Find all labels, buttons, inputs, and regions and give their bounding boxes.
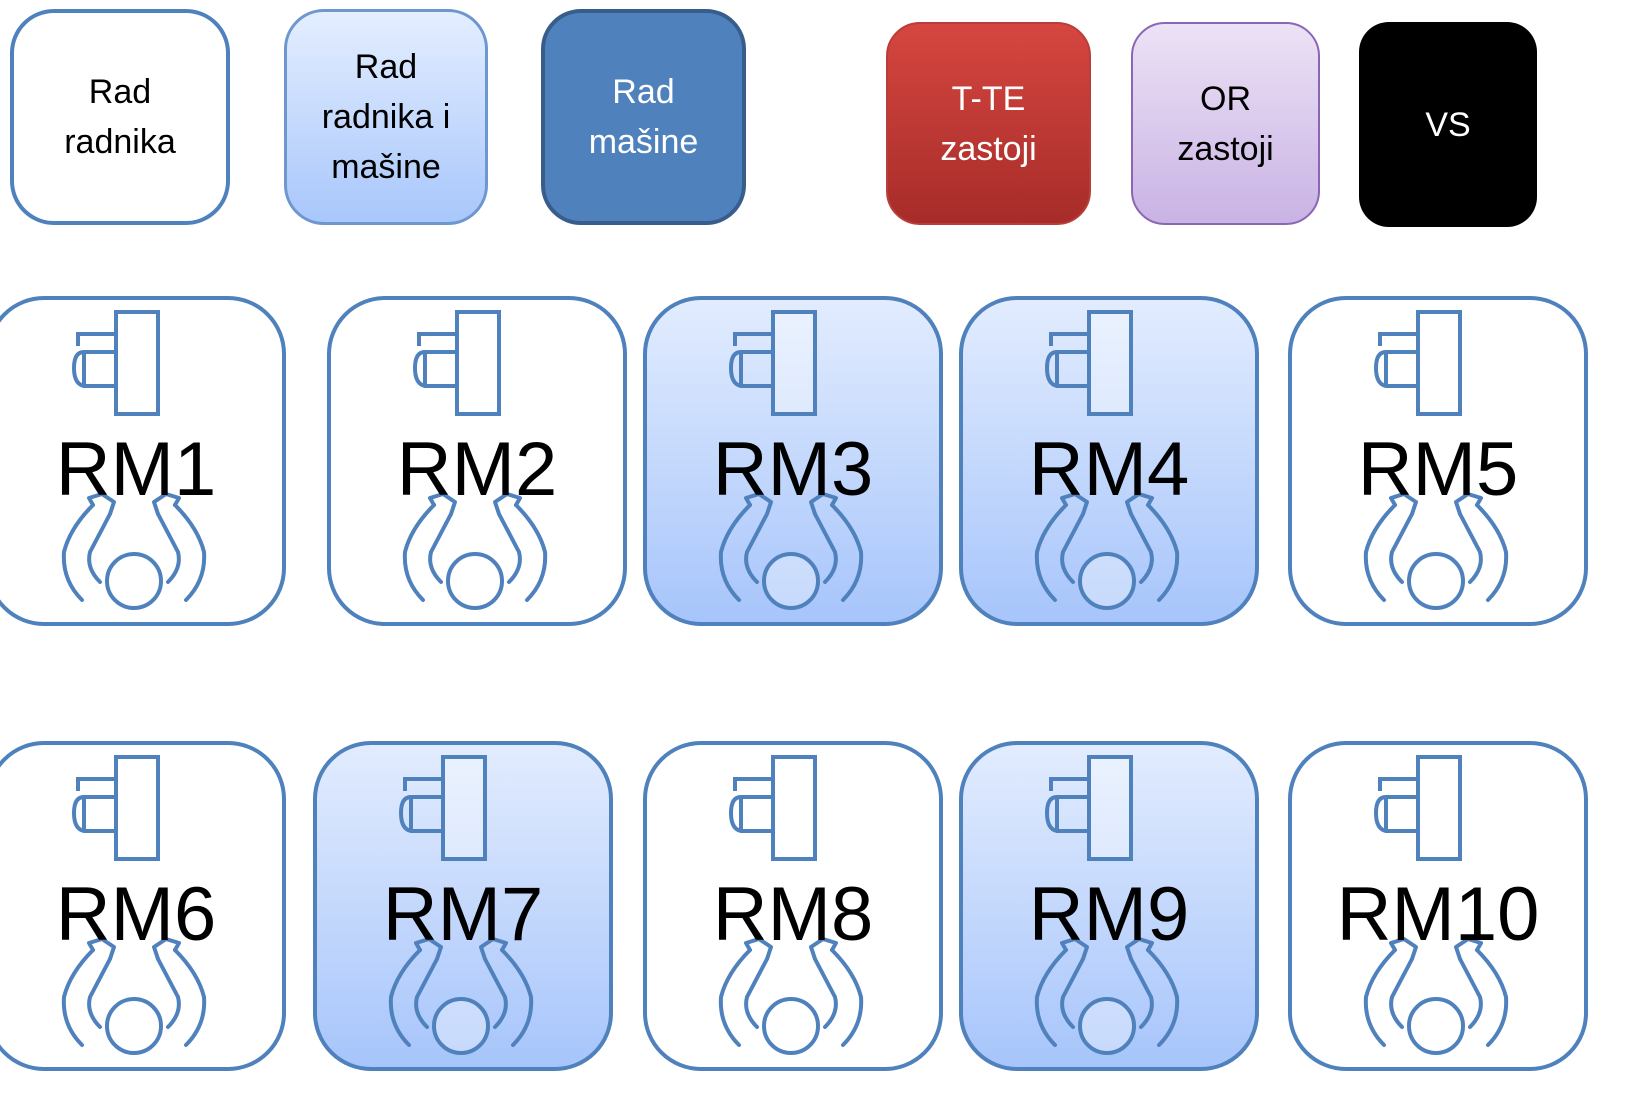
worker-icon: [718, 937, 864, 1055]
station-label: RM8: [712, 872, 874, 957]
machine-icon: [1373, 755, 1462, 861]
station-rm5: RM5: [1288, 296, 1588, 626]
legend-worker-and-machine-work: Rad radnika i mašine: [284, 9, 488, 225]
station-label: RM5: [1357, 427, 1519, 512]
legend-or-downtime: OR zastoji: [1131, 22, 1320, 225]
worker-icon: [402, 492, 548, 610]
station-rm2: RM2: [327, 296, 627, 626]
machine-icon: [71, 310, 160, 416]
worker-icon: [718, 492, 864, 610]
station-label: RM9: [1028, 872, 1190, 957]
worker-icon: [1363, 937, 1509, 1055]
station-label: RM3: [712, 427, 874, 512]
station-rm4: RM4: [959, 296, 1259, 626]
worker-icon: [61, 937, 207, 1055]
station-label: RM4: [1028, 427, 1190, 512]
worker-icon: [388, 937, 534, 1055]
machine-icon: [1373, 310, 1462, 416]
machine-icon: [71, 755, 160, 861]
station-rm6: RM6: [0, 741, 286, 1071]
worker-icon: [1034, 937, 1180, 1055]
worker-icon: [61, 492, 207, 610]
legend-machine-work: Rad mašine: [541, 9, 746, 225]
station-rm9: RM9: [959, 741, 1259, 1071]
station-rm3: RM3: [643, 296, 943, 626]
machine-icon: [1044, 755, 1133, 861]
legend-vs: VS: [1359, 22, 1537, 227]
worker-icon: [1034, 492, 1180, 610]
station-label: RM10: [1336, 872, 1540, 957]
machine-icon: [412, 310, 501, 416]
station-label: RM2: [396, 427, 558, 512]
station-rm1: RM1: [0, 296, 286, 626]
station-rm7: RM7: [313, 741, 613, 1071]
station-label: RM1: [55, 427, 217, 512]
machine-icon: [1044, 310, 1133, 416]
legend-tte-downtime: T-TE zastoji: [886, 22, 1091, 225]
machine-icon: [728, 310, 817, 416]
station-rm8: RM8: [643, 741, 943, 1071]
station-label: RM6: [55, 872, 217, 957]
machine-icon: [398, 755, 487, 861]
station-rm10: RM10: [1288, 741, 1588, 1071]
legend-worker-work: Rad radnika: [10, 9, 230, 225]
worker-icon: [1363, 492, 1509, 610]
machine-icon: [728, 755, 817, 861]
station-label: RM7: [382, 872, 544, 957]
